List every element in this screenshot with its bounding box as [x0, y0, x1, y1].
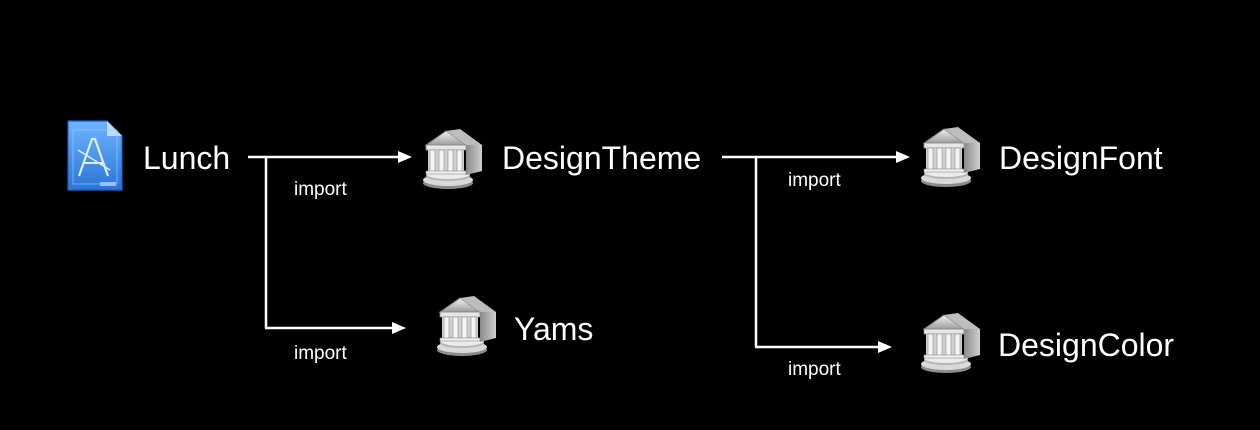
node-label-yams: Yams — [514, 311, 593, 347]
xcode-project-icon — [67, 120, 123, 191]
edge-designtheme-designcolor — [754, 157, 892, 353]
node-label-designfont: DesignFont — [999, 140, 1163, 176]
node-designcolor: DesignColor — [920, 312, 1174, 374]
edge-designtheme-designfont — [722, 151, 910, 163]
edge-label-designtheme-designfont: import — [788, 170, 842, 191]
edge-label-lunch-designtheme: import — [294, 179, 348, 200]
edge-label-lunch-yams: import — [294, 343, 348, 364]
node-lunch: Lunch — [67, 120, 230, 191]
edge-label-designtheme-designcolor: import — [788, 359, 842, 380]
edge-lunch-yams — [264, 157, 406, 334]
edge-lunch-designtheme — [248, 151, 412, 163]
node-designfont: DesignFont — [920, 126, 1163, 188]
node-yams: Yams — [436, 295, 593, 357]
node-designtheme: DesignTheme — [422, 128, 701, 190]
library-building-icon — [920, 312, 981, 374]
library-building-icon — [422, 128, 483, 190]
node-label-lunch: Lunch — [143, 140, 230, 176]
library-building-icon — [436, 295, 497, 357]
node-label-designcolor: DesignColor — [998, 327, 1174, 363]
library-building-icon — [920, 126, 981, 188]
node-label-designtheme: DesignTheme — [502, 140, 701, 176]
